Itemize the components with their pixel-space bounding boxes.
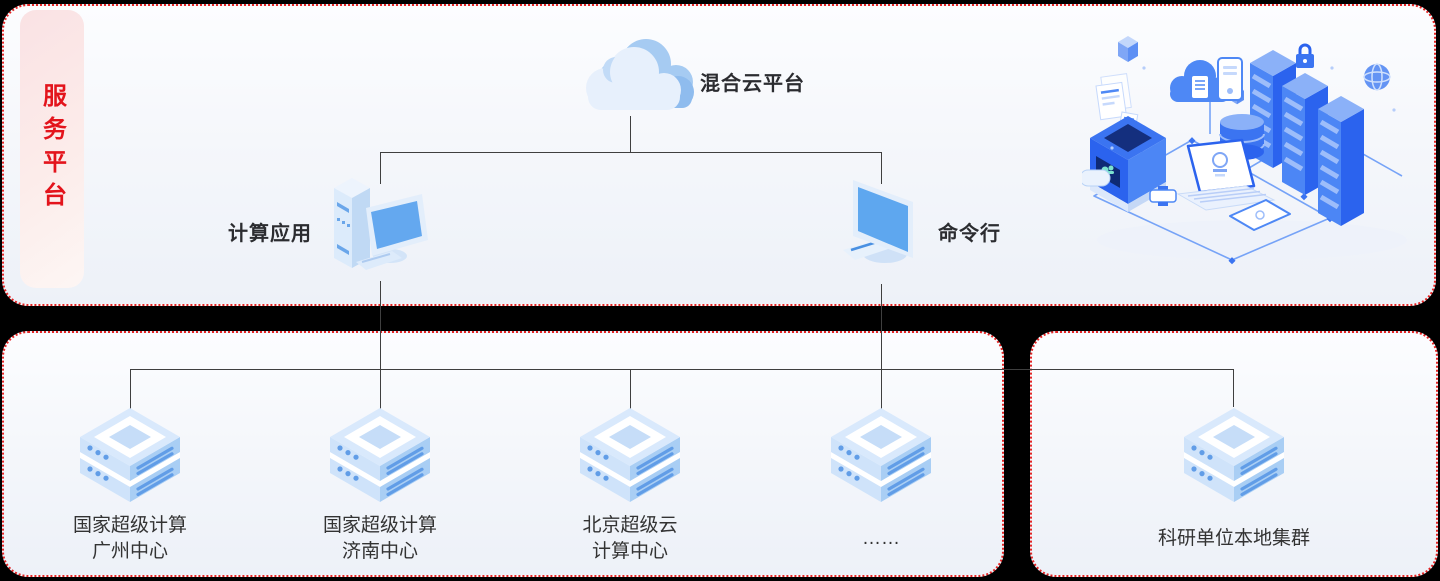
cluster-guangzhou: 国家超级计算 广州中心	[20, 404, 240, 565]
cloud-icon	[586, 39, 694, 110]
connector-cloud-down	[630, 116, 631, 153]
server-stack-icon	[328, 404, 432, 504]
cluster-beijing: 北京超级云 计算中心	[520, 404, 740, 565]
server-stack-icon	[78, 404, 182, 504]
connector-drop-guangzhou	[130, 369, 131, 409]
server-stack-icon	[829, 404, 933, 504]
cluster-label: 北京超级云 计算中心	[582, 515, 678, 562]
service-platform-badge: 服务平台	[20, 10, 84, 288]
cluster-label: ……	[862, 528, 900, 549]
compute-app-label: 计算应用	[228, 223, 312, 245]
server-stack-icon	[1182, 404, 1286, 504]
cluster-ellipsis: ……	[771, 404, 991, 565]
cloud-label: 混合云平台	[700, 73, 805, 95]
connector-cli-down	[881, 284, 882, 409]
badge-label: 服务平台	[38, 83, 66, 215]
cluster-jinan: 国家超级计算 济南中心	[270, 404, 490, 565]
cluster-label: 科研单位本地集群	[1157, 528, 1310, 549]
connector-bottom-bus	[130, 369, 1234, 370]
cluster-label: 国家超级计算 济南中心	[322, 515, 437, 562]
connector-computeapp-up	[380, 152, 381, 184]
compute-app-computer-icon	[334, 178, 428, 270]
command-line-label: 命令行	[938, 223, 1001, 245]
connector-drop-beijing	[630, 369, 631, 409]
server-stack-icon	[578, 404, 682, 504]
connector-top-bus	[380, 152, 882, 153]
cluster-label: 国家超级计算 广州中心	[72, 515, 187, 562]
command-line-monitor-icon	[843, 180, 913, 263]
connector-cli-up	[881, 152, 882, 184]
cloud-computing-illustration	[1082, 36, 1407, 265]
cluster-local-research: 科研单位本地集群	[1124, 404, 1344, 565]
connector-computeapp-down	[380, 281, 381, 409]
connector-drop-local	[1233, 369, 1234, 407]
